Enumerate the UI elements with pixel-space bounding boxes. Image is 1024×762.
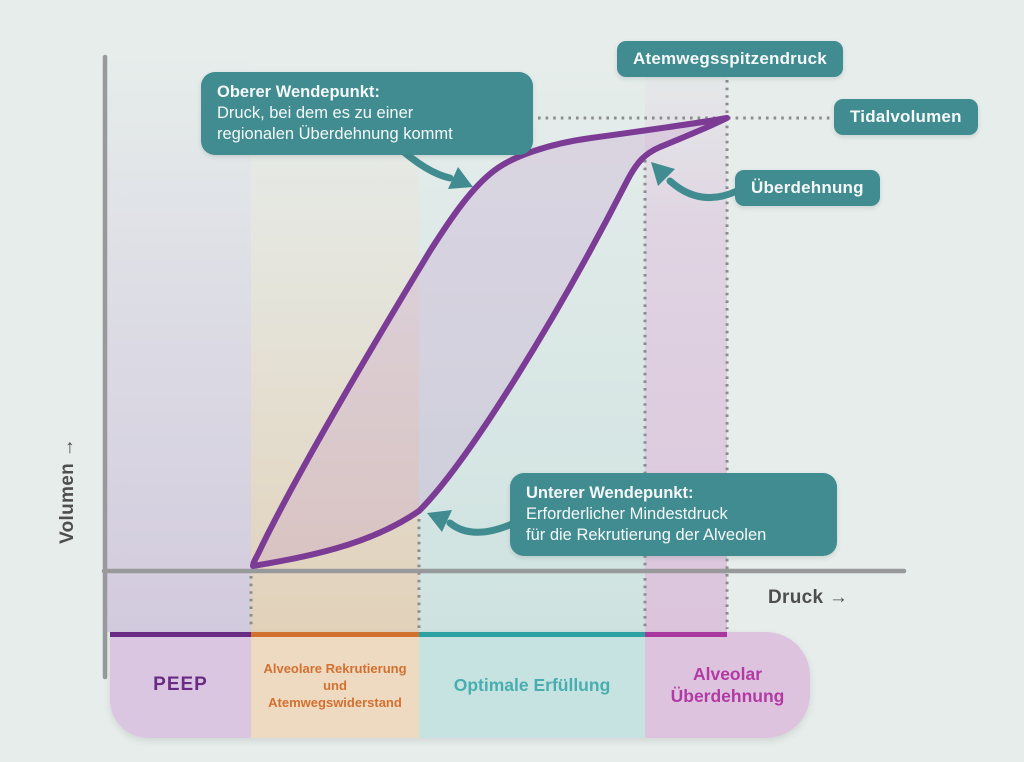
zone-peep-top-border xyxy=(110,632,251,637)
pressure-volume-loop-curve xyxy=(250,115,730,569)
zone-overdistension-line1: Alveolar xyxy=(692,664,763,684)
pressure-zone-band: PEEP Alveolare Rekrutierung und Atemwegs… xyxy=(110,632,810,738)
lower-inflection-callout: Unterer Wendepunkt: Erforderlicher Minde… xyxy=(510,473,837,556)
overdistension-arrow-icon xyxy=(651,162,741,201)
x-axis-label: Druck → xyxy=(768,587,849,608)
zone-recruitment-line1: Alveolare Rekrutierung xyxy=(263,660,407,676)
peak-airway-pressure-label: Atemwegsspitzendruck xyxy=(633,49,827,68)
tidal-volume-badge: Tidalvolumen xyxy=(834,99,978,135)
overdistension-badge: Überdehnung xyxy=(735,170,880,206)
zone-recruitment-line3: Atemwegswiderstand xyxy=(268,694,402,710)
zone-optimal-label: Optimale Erfüllung xyxy=(453,674,611,695)
tidal-volume-label: Tidalvolumen xyxy=(850,107,962,126)
y-axis-label: Volumen → xyxy=(57,438,78,544)
zone-peep-label: PEEP xyxy=(153,674,208,695)
upper-inflection-line1: Druck, bei dem es zu einer xyxy=(217,104,414,122)
zone-peep: PEEP xyxy=(110,632,251,738)
zone-alveolar-recruitment: Alveolare Rekrutierung und Atemwegswider… xyxy=(251,632,419,738)
overdistension-label: Überdehnung xyxy=(751,178,864,197)
lower-inflection-title: Unterer Wendepunkt: xyxy=(526,484,694,502)
zone-overdistension-top-border xyxy=(645,632,727,637)
zone-optimal-filling: Optimale Erfüllung xyxy=(419,632,645,738)
zone-recruitment-line2: und xyxy=(323,677,347,693)
zone-recruitment-top-border xyxy=(251,632,419,637)
upper-inflection-title: Oberer Wendepunkt: xyxy=(217,83,380,101)
upper-inflection-callout: Oberer Wendepunkt: Druck, bei dem es zu … xyxy=(201,72,533,155)
zone-overdistension-line2: Überdehnung xyxy=(670,686,785,706)
zone-alveolar-overdistension: Alveolar Überdehnung xyxy=(645,632,810,738)
zone-optimal-top-border xyxy=(419,632,645,637)
lower-inflection-line2: für die Rekrutierung der Alveolen xyxy=(526,526,767,544)
peak-airway-pressure-badge: Atemwegsspitzendruck xyxy=(617,41,843,77)
lower-inflection-line1: Erforderlicher Mindestdruck xyxy=(526,505,728,523)
upper-inflection-line2: regionalen Überdehnung kommt xyxy=(217,125,453,143)
lower-inflection-arrow-icon xyxy=(427,510,516,536)
